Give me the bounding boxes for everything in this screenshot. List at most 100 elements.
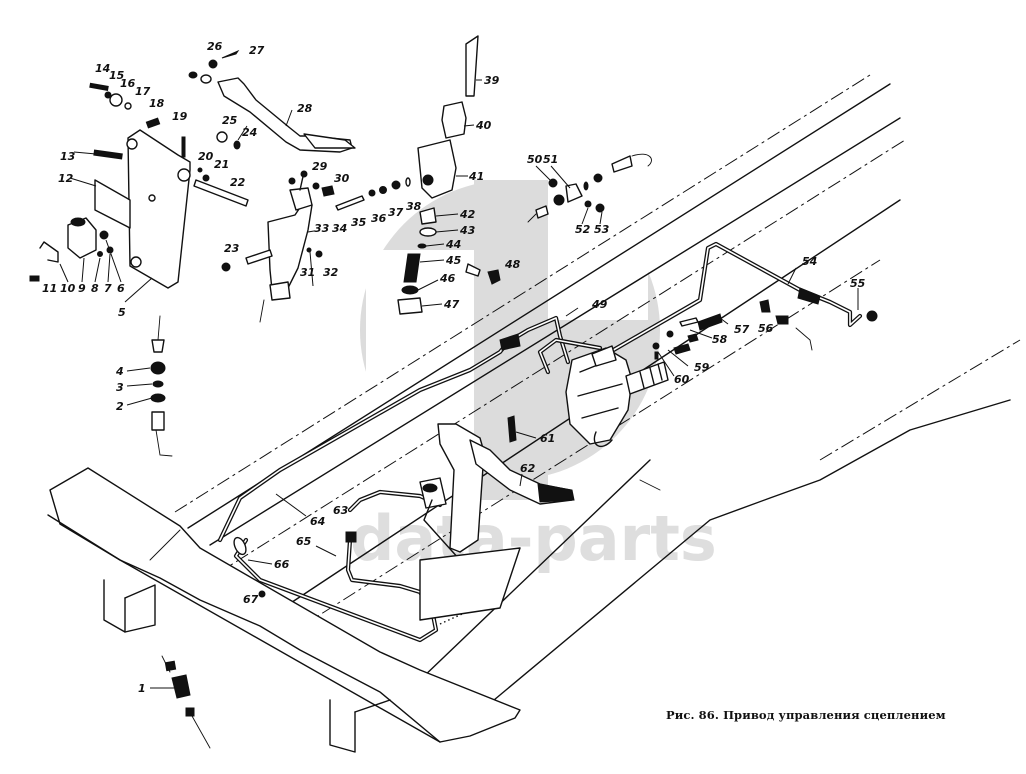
pin-31 [306,247,312,253]
callout-13: 13 [60,150,76,163]
callout-62: 62 [520,462,536,475]
vehicle-frame [174,74,1021,721]
leader-45 [419,259,445,263]
hose-56 [795,327,813,351]
nut-6 [99,230,109,240]
nut-51c [593,173,603,183]
hose-left [527,213,537,223]
washer-17 [124,102,132,110]
pipe-loop-inner [539,339,601,373]
leader-51 [550,165,571,189]
nut-1-upper [164,660,177,672]
callout-23: 23 [224,242,240,255]
pin-8 [97,251,103,257]
leader-9 [81,257,85,283]
callout-3: 3 [116,381,124,394]
callout-labels: 1 2 3 4 5 6 7 8 9 10 11 12 13 14 15 16 1… [42,40,866,695]
hydraulic-lines [217,241,878,643]
washer-52 [584,200,592,208]
leader-54 [787,267,797,285]
clutch-master-cylinder [397,35,501,315]
callout-12: 12 [58,172,74,185]
bolt-59 [673,343,691,355]
callout-63: 63 [333,504,349,517]
fitting-top-right [611,155,633,173]
seal-43 [419,227,437,237]
bracket-right-side [354,699,391,713]
assembled-master-cylinder-cap [422,483,438,493]
booster-body [565,347,633,445]
cup-42 [419,207,437,225]
leader-49 [565,307,579,317]
frame-rail-line [419,459,651,681]
leader-60 [657,351,675,377]
frame-rail-line [279,259,881,641]
frame-rail-line [209,117,901,546]
callout-50: 50 [527,153,543,166]
booster-cylinder-ribs [639,363,663,389]
callout-19: 19 [172,110,188,123]
bracket-10 [39,241,59,263]
washer-29 [312,182,320,190]
callout-39: 39 [484,74,500,87]
leader-46 [417,279,439,291]
front-cross-member [47,467,521,753]
callout-28: 28 [297,102,313,115]
pedal-pad [303,133,356,149]
cotter-38 [405,177,411,187]
callout-36: 36 [371,212,387,225]
nut-50b [553,194,565,206]
callout-40: 40 [475,119,492,132]
callout-20: 20 [198,150,214,163]
callout-4: 4 [115,365,124,378]
callout-18: 18 [149,97,165,110]
floor-plate [419,547,521,621]
washer-20 [202,174,210,182]
leader-58 [689,329,713,339]
leader-53 [599,211,603,225]
bracket-clamp-12 [94,179,131,229]
fitting-55 [866,310,878,322]
leader-50 [535,165,551,181]
callout-55: 55 [850,277,866,290]
callout-42: 42 [459,208,476,221]
callout-43: 43 [459,224,476,237]
leader-12 [69,177,97,187]
pin-27 [221,49,240,59]
bleeder-59 [687,333,699,343]
booster-hose [593,431,613,448]
assembled-clutch-pedal [419,415,575,621]
nut-53 [595,203,605,213]
callout-10: 10 [60,282,76,295]
callout-41: 41 [468,170,484,183]
washer-36 [379,186,387,194]
cylinder-body-41 [417,139,457,199]
callout-22: 22 [230,176,246,189]
leader-33 [307,230,315,233]
callout-34: 34 [332,222,347,235]
washer-59 [666,330,674,338]
callout-38: 38 [406,200,422,213]
fitting-63 [345,531,357,543]
pipe-coupling [499,333,521,351]
callout-45: 45 [445,254,462,267]
callout-61: 61 [540,432,555,445]
leader-24 [237,125,248,141]
bracket-left-side [124,584,156,633]
callout-48: 48 [504,258,521,271]
callout-59: 59 [694,361,710,374]
callout-67: 67 [243,593,259,606]
screw-11 [29,275,40,282]
frame-rail-tick [639,479,661,491]
leader-64 [275,493,307,517]
pipe-66-inner [235,539,437,641]
callout-6: 6 [117,282,125,295]
bracket-hole [130,256,142,268]
boot-33 [289,187,313,211]
callout-49: 49 [591,298,608,311]
callout-64: 64 [310,515,325,528]
callout-47: 47 [443,298,460,311]
bushing-25 [216,131,228,143]
leader-40 [463,124,475,127]
